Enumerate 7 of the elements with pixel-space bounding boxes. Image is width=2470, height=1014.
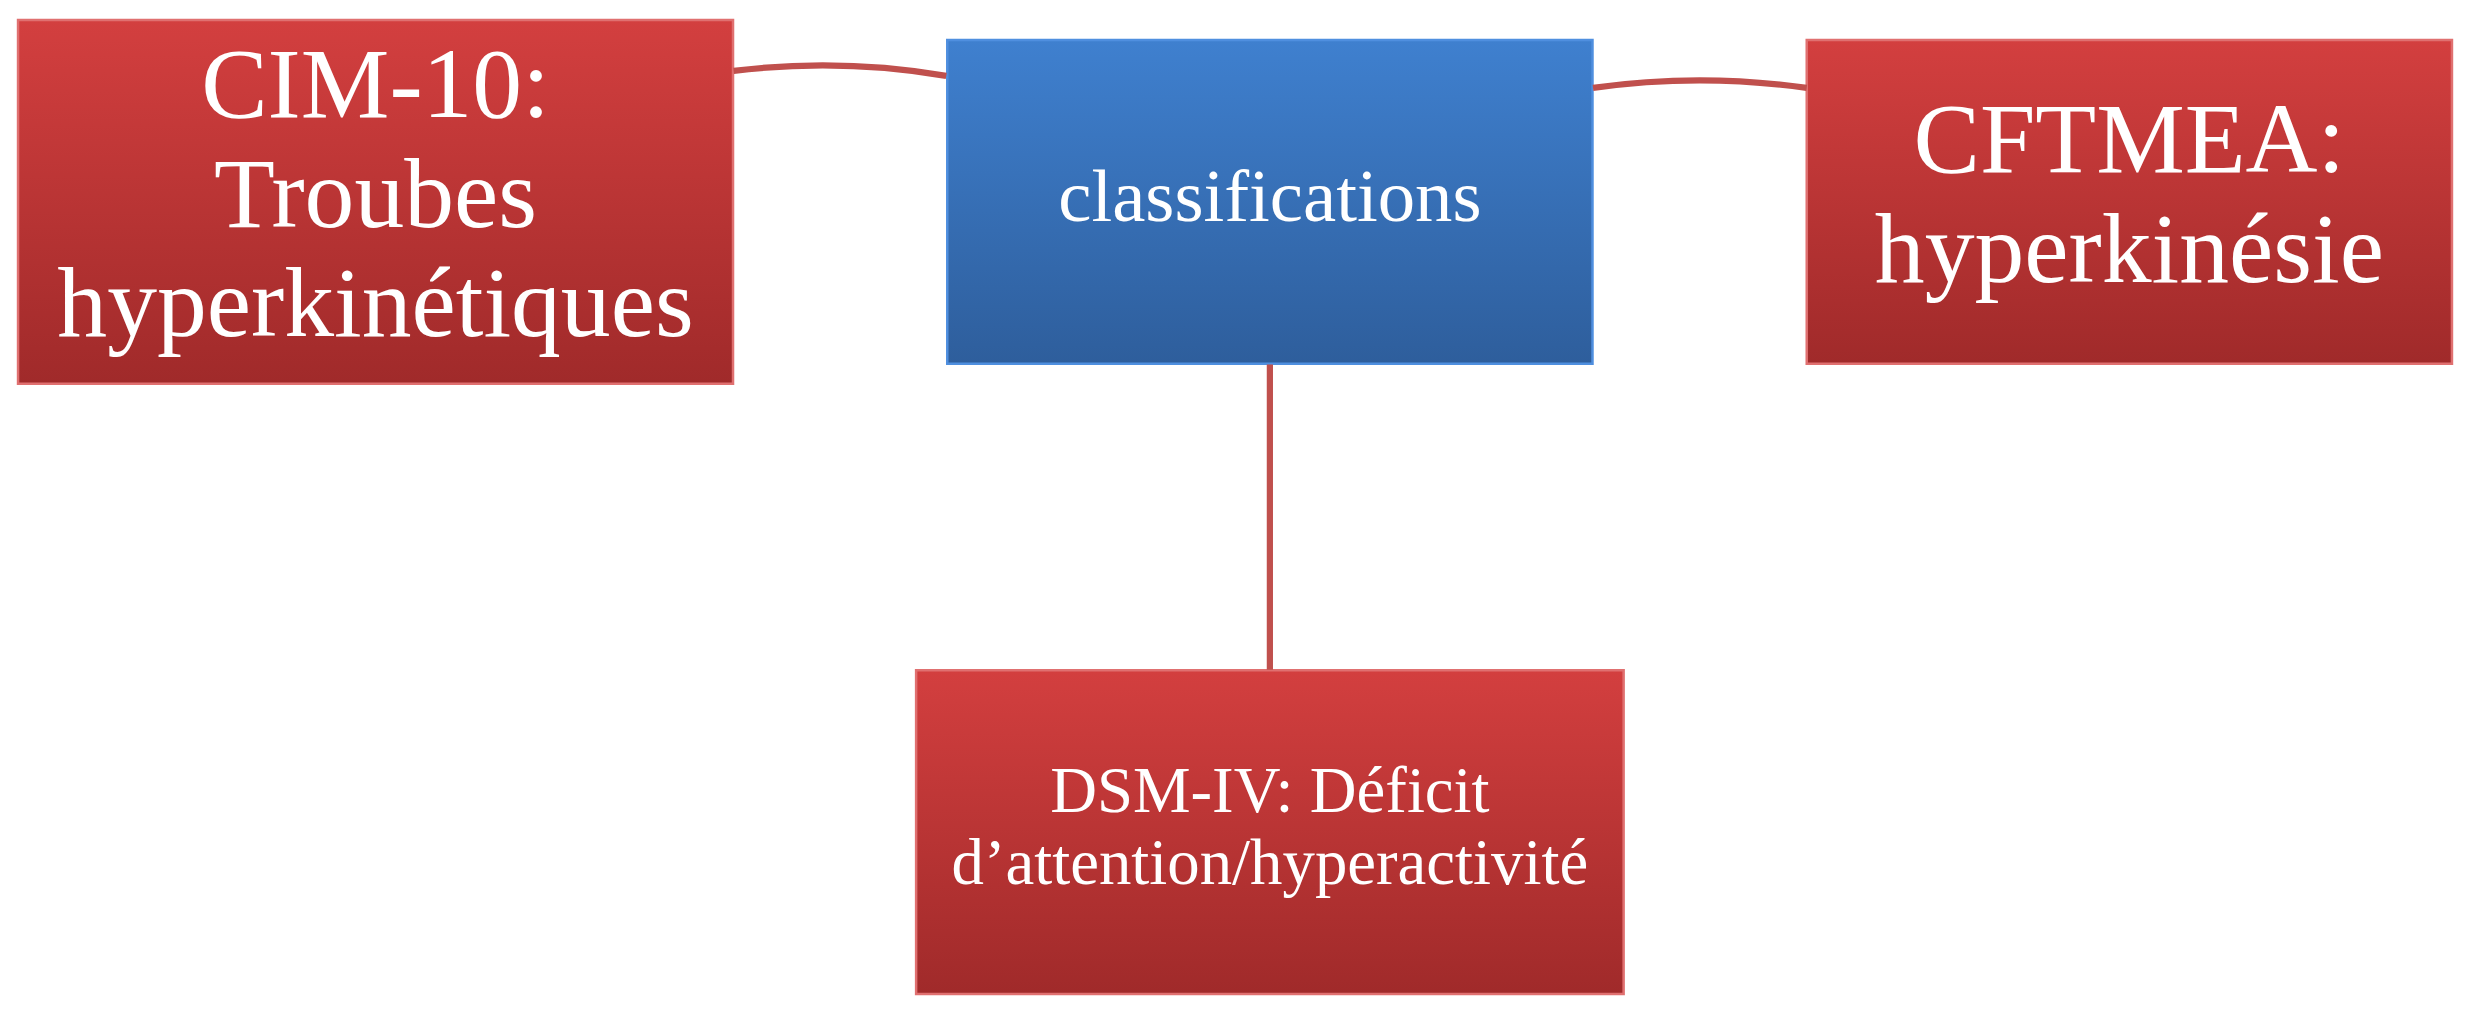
node-box: DSM-IV: Déficit d’attention/hyperactivité	[914, 668, 1625, 996]
node-box: classifications	[946, 38, 1594, 365]
node-box: CFTMEA: hyperkinésie	[1805, 38, 2454, 365]
connector	[1592, 77, 1808, 91]
connector	[1266, 364, 1273, 670]
node-box: CIM-10: Troubes hyperkinétiques	[16, 18, 735, 385]
connector	[733, 62, 947, 79]
